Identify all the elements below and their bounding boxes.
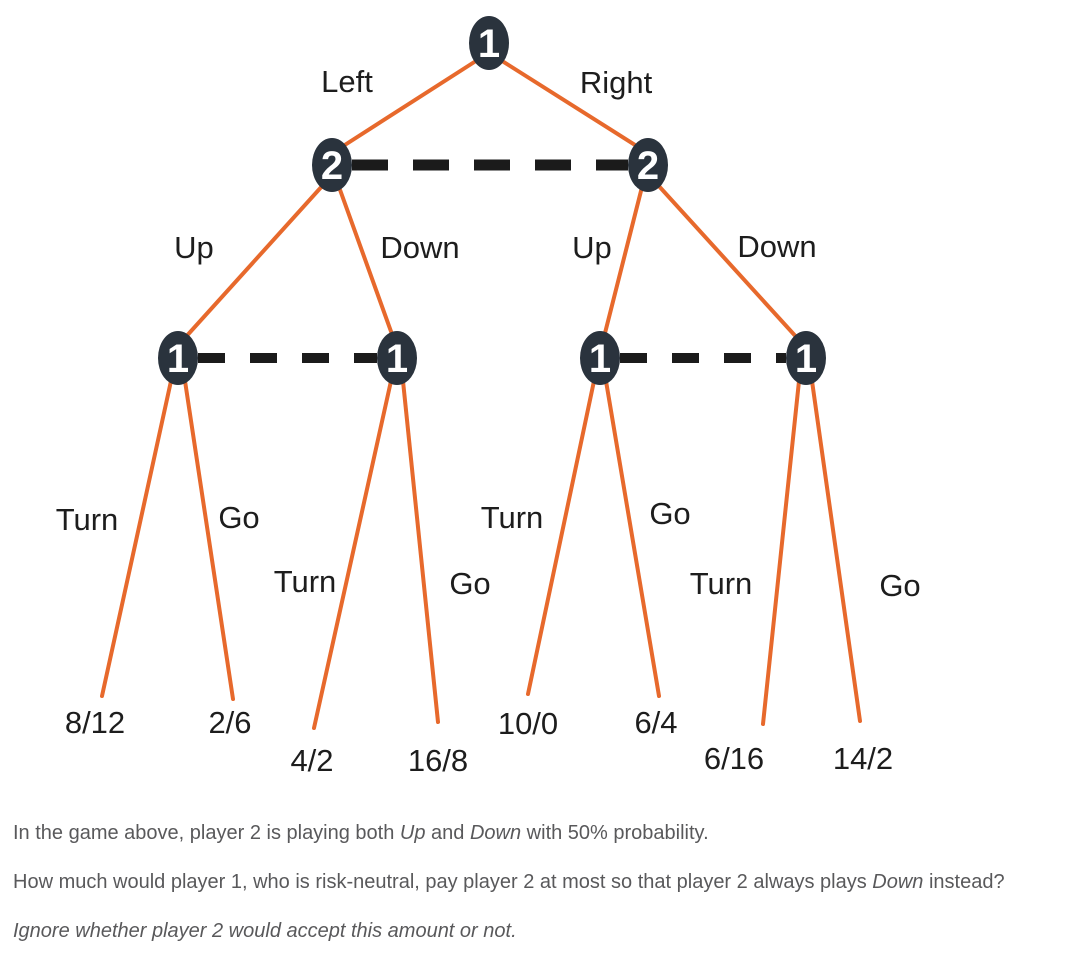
- question-line-2: How much would player 1, who is risk-neu…: [13, 871, 1088, 894]
- edge-n2-go: [401, 379, 440, 724]
- edge-label-turn-2: Turn: [274, 564, 337, 599]
- node-circle: [377, 331, 417, 385]
- edge-root-right: [497, 57, 645, 152]
- node-player-number: 2: [637, 144, 659, 188]
- edge-n2-turn: [312, 379, 393, 730]
- node-circle: [580, 331, 620, 385]
- question-line-2-italic-down: Down: [872, 871, 924, 893]
- node-mid-left-player1: 1: [377, 331, 417, 385]
- node-rightmost-player1: 1: [786, 331, 826, 385]
- payoff-3: 4/2: [290, 743, 333, 778]
- node-circle: [469, 16, 509, 70]
- node-root: 1: [469, 16, 509, 70]
- edge-n1-go: [183, 379, 235, 701]
- node-player-number: 1: [589, 337, 611, 381]
- edge-root-left: [335, 57, 481, 152]
- payoff-2: 2/6: [208, 705, 251, 740]
- edge-label-down-left: Down: [380, 230, 459, 265]
- edge-label-left: Left: [321, 64, 373, 99]
- edge-left2-up: [181, 182, 326, 342]
- edge-n1-turn: [100, 379, 173, 698]
- edge-right2-down: [655, 182, 801, 342]
- game-tree-diagram: 1 2 2 1 1 1 1 Left Right Up Down: [56, 16, 921, 778]
- question-line-1-text: In the game above, player 2 is playing b…: [13, 822, 400, 844]
- node-leftmost-player1: 1: [158, 331, 198, 385]
- edge-label-go-2: Go: [449, 566, 490, 601]
- edge-label-turn-3: Turn: [481, 500, 544, 535]
- question-text-block: In the game above, player 2 is playing b…: [13, 822, 1088, 960]
- payoff-6: 6/4: [634, 705, 677, 740]
- edge-n4-go: [810, 379, 862, 723]
- edge-label-go-3: Go: [649, 496, 690, 531]
- edge-label-turn-4: Turn: [690, 566, 753, 601]
- payoff-7: 6/16: [704, 741, 764, 776]
- edge-n4-turn: [761, 379, 801, 726]
- edge-label-up-right: Up: [572, 230, 612, 265]
- edge-label-turn-1: Turn: [56, 502, 119, 537]
- question-line-2-text: instead?: [923, 871, 1005, 893]
- question-line-1-italic-down: Down: [469, 822, 522, 844]
- edge-label-up-left: Up: [174, 230, 214, 265]
- question-line-1-text: with 50% probability.: [521, 822, 709, 844]
- edge-label-right: Right: [580, 65, 653, 100]
- node-circle: [786, 331, 826, 385]
- question-line-3: Ignore whether player 2 would accept thi…: [13, 920, 517, 942]
- edge-left2-down: [337, 185, 395, 339]
- question-line-1-text: and: [425, 822, 470, 844]
- node-player-number: 1: [795, 337, 817, 381]
- payoff-1: 8/12: [65, 705, 125, 740]
- edge-label-go-1: Go: [218, 500, 259, 535]
- node-right-player2: 2: [628, 138, 668, 192]
- node-mid-right-player1: 1: [580, 331, 620, 385]
- node-player-number: 2: [321, 144, 343, 188]
- edge-n3-go: [604, 379, 661, 698]
- payoff-4: 16/8: [408, 743, 468, 778]
- node-player-number: 1: [167, 337, 189, 381]
- node-circle: [158, 331, 198, 385]
- edge-n3-turn: [526, 379, 596, 696]
- node-left-player2: 2: [312, 138, 352, 192]
- node-circle: [628, 138, 668, 192]
- node-circle: [312, 138, 352, 192]
- node-player-number: 1: [478, 22, 500, 66]
- payoff-5: 10/0: [498, 706, 558, 741]
- question-line-2-text: How much would player 1, who is risk-neu…: [13, 871, 873, 893]
- edge-label-go-4: Go: [879, 568, 920, 603]
- question-line-1-italic-up: Up: [399, 822, 426, 844]
- payoff-8: 14/2: [833, 741, 893, 776]
- edge-right2-up: [602, 185, 644, 339]
- edge-label-down-right: Down: [737, 229, 816, 264]
- question-line-1: In the game above, player 2 is playing b…: [13, 822, 1088, 845]
- node-player-number: 1: [386, 337, 408, 381]
